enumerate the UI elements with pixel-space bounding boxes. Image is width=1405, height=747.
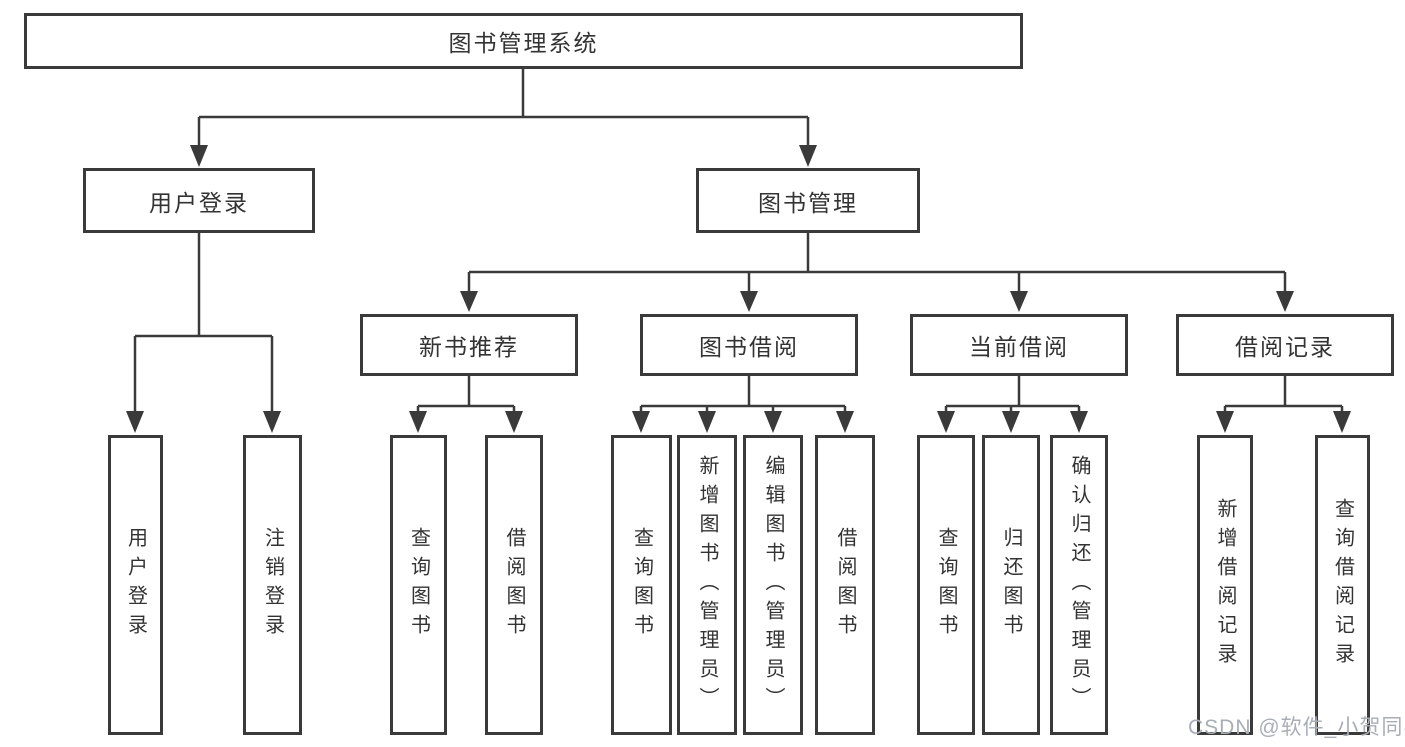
leaf-return-book: 归还图书	[982, 435, 1040, 735]
leaf-borrow-books-recommend: 借阅图书	[485, 435, 543, 735]
leaf-query-books-borrowing: 查询图书	[611, 435, 672, 735]
leaf-add-book-admin: 新增图书（管理员）	[677, 435, 737, 735]
node-book-borrowing: 图书借阅	[640, 314, 858, 376]
leaf-add-borrow-record: 新增借阅记录	[1197, 435, 1253, 735]
node-borrowing-records: 借阅记录	[1176, 314, 1394, 376]
watermark: CSDN @软件_小贺同学	[1188, 716, 1405, 739]
leaf-user-login: 用户登录	[108, 435, 163, 735]
node-book-management: 图书管理	[696, 168, 920, 233]
leaf-logout: 注销登录	[243, 435, 302, 735]
leaf-query-books-current: 查询图书	[917, 435, 975, 735]
leaf-query-borrow-record: 查询借阅记录	[1315, 435, 1370, 735]
leaf-edit-book-admin: 编辑图书（管理员）	[743, 435, 803, 735]
node-current-borrowing: 当前借阅	[910, 314, 1128, 376]
connector-lines	[133, 68, 1344, 413]
leaf-borrow-books: 借阅图书	[815, 435, 875, 735]
node-root-system: 图书管理系统	[24, 13, 1023, 69]
leaf-query-books-recommend: 查询图书	[390, 435, 447, 735]
leaf-confirm-return-admin: 确认归还（管理员）	[1050, 435, 1108, 735]
node-new-book-recommend: 新书推荐	[360, 314, 578, 376]
node-user-login: 用户登录	[83, 168, 315, 233]
